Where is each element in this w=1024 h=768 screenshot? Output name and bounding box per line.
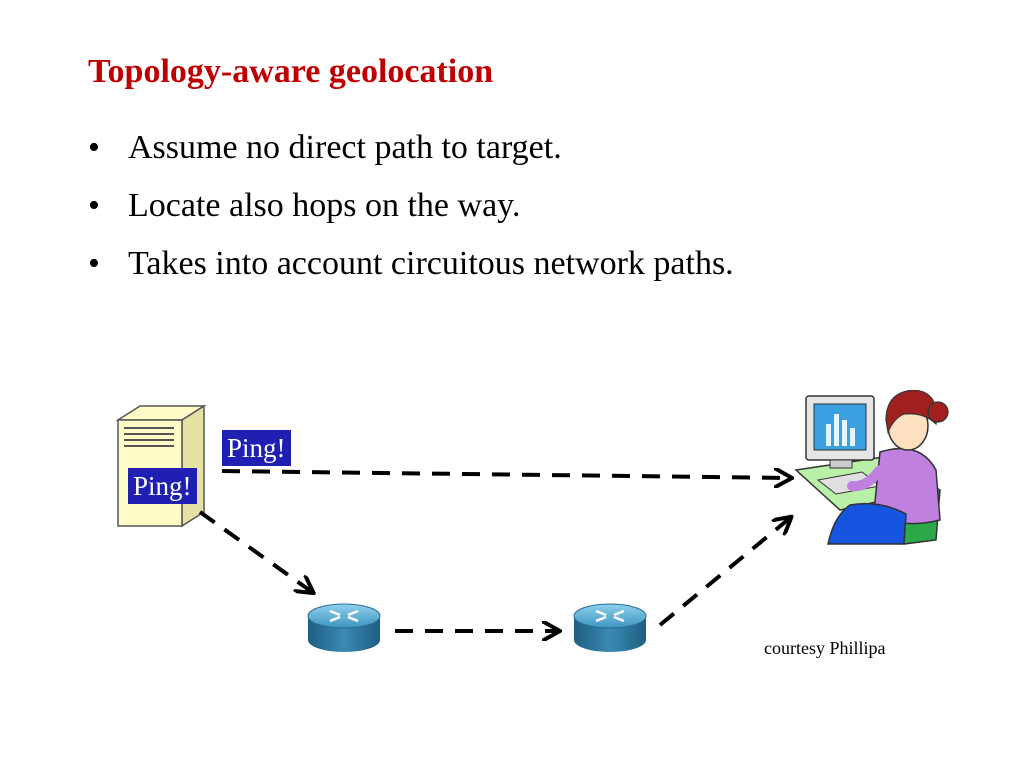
bullet-list: • Assume no direct path to target. • Locat… [84, 128, 734, 302]
router-icon [307, 603, 381, 652]
courtesy-caption: courtesy Phillipa [764, 638, 886, 658]
network-diagram [115, 390, 949, 652]
bullet-text: Takes into account circuitous network pa… [128, 245, 734, 282]
arrow-router2-to-user [658, 518, 790, 627]
ping-label: Ping! [128, 468, 197, 504]
user-at-computer-icon [794, 390, 949, 545]
bullet-dot: • [88, 129, 100, 166]
ping-label: Ping! [222, 430, 291, 466]
bullet-dot: • [88, 245, 100, 282]
server-icon [115, 404, 207, 528]
bullet-item: • Locate also hops on the way. [84, 186, 734, 244]
arrow-direct [221, 471, 790, 478]
bullet-text: Assume no direct path to target. [128, 129, 562, 166]
router-icon [573, 603, 647, 652]
bullet-dot: • [88, 187, 100, 224]
slide-title: Topology-aware geolocation [88, 53, 494, 90]
bullet-text: Locate also hops on the way. [128, 187, 521, 224]
bullet-item: • Assume no direct path to target. [84, 128, 734, 186]
bullet-item: • Takes into account circuitous network p… [84, 244, 734, 302]
arrow-server-to-router1 [198, 510, 312, 592]
